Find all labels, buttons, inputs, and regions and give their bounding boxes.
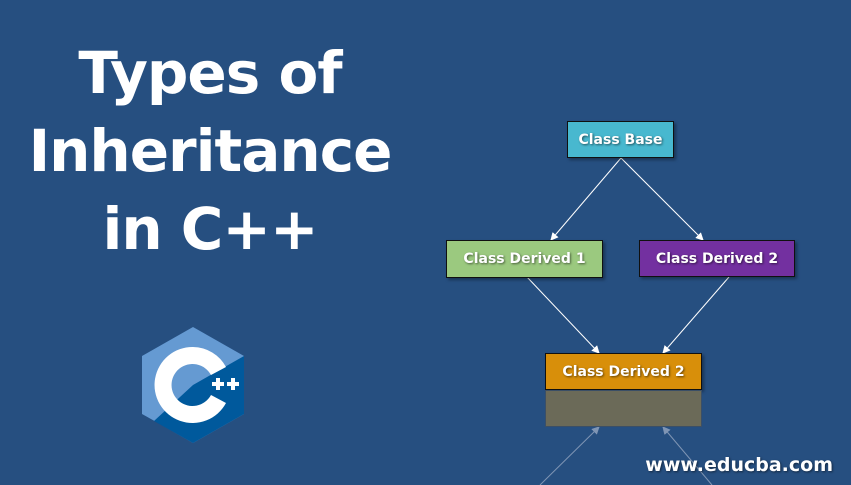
node-class-base: Class Base [567,121,674,158]
website-url: www.educba.com [645,454,833,476]
title-line-3: in C++ [102,195,318,263]
title-line-1: Types of [78,39,342,107]
edge-base-derived2 [620,157,704,241]
title-line-2: Inheritance [28,117,393,185]
edge-derived2-derived3 [662,276,730,354]
node-class-derived-1: Class Derived 1 [446,240,603,278]
edge-derived1-derived3 [526,276,600,354]
node-reflection [545,390,702,427]
reflection-edge-left [539,426,600,485]
edge-base-derived1 [550,157,622,241]
page-title: Types of Inheritance in C++ [20,34,400,268]
cpp-logo-icon [142,327,244,443]
reflection-edge-right [662,426,713,485]
node-class-derived-3: Class Derived 2 [545,353,702,390]
node-class-derived-2: Class Derived 2 [639,240,795,277]
